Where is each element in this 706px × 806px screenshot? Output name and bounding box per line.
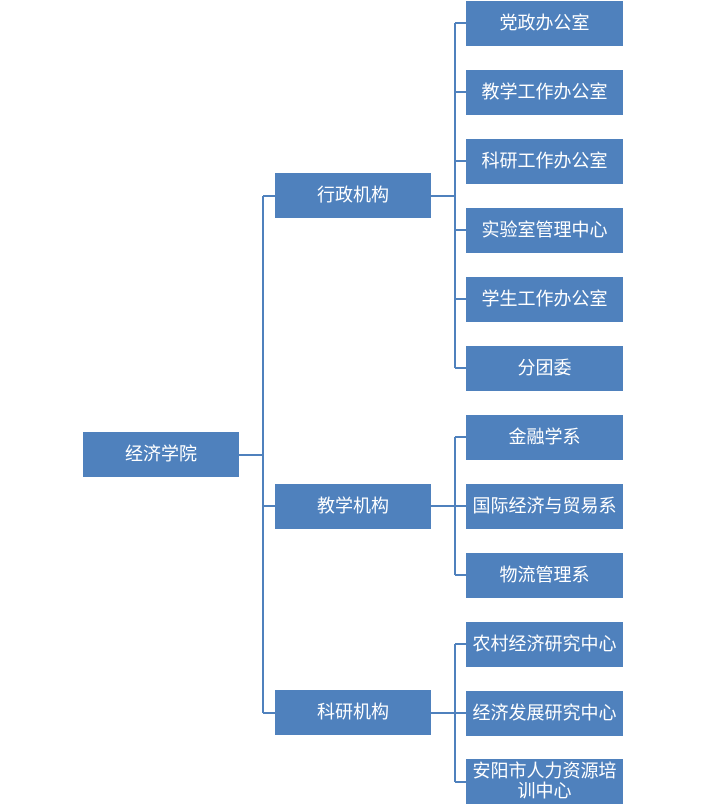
leaf-node: 科研工作办公室 bbox=[466, 139, 623, 184]
leaf-node: 金融学系 bbox=[466, 415, 623, 460]
leaf-node: 安阳市人力资源培训中心 bbox=[466, 759, 623, 804]
root-node: 经济学院 bbox=[83, 432, 239, 477]
leaf-node: 党政办公室 bbox=[466, 1, 623, 46]
group-node-admin: 行政机构 bbox=[275, 173, 431, 218]
leaf-node: 物流管理系 bbox=[466, 553, 623, 598]
leaf-node: 学生工作办公室 bbox=[466, 277, 623, 322]
group-node-teaching: 教学机构 bbox=[275, 484, 431, 529]
leaf-node: 经济发展研究中心 bbox=[466, 691, 623, 736]
leaf-node: 分团委 bbox=[466, 346, 623, 391]
leaf-node: 实验室管理中心 bbox=[466, 208, 623, 253]
group-node-research: 科研机构 bbox=[275, 690, 431, 735]
leaf-node: 农村经济研究中心 bbox=[466, 622, 623, 667]
leaf-node: 教学工作办公室 bbox=[466, 70, 623, 115]
leaf-node: 国际经济与贸易系 bbox=[466, 484, 623, 529]
